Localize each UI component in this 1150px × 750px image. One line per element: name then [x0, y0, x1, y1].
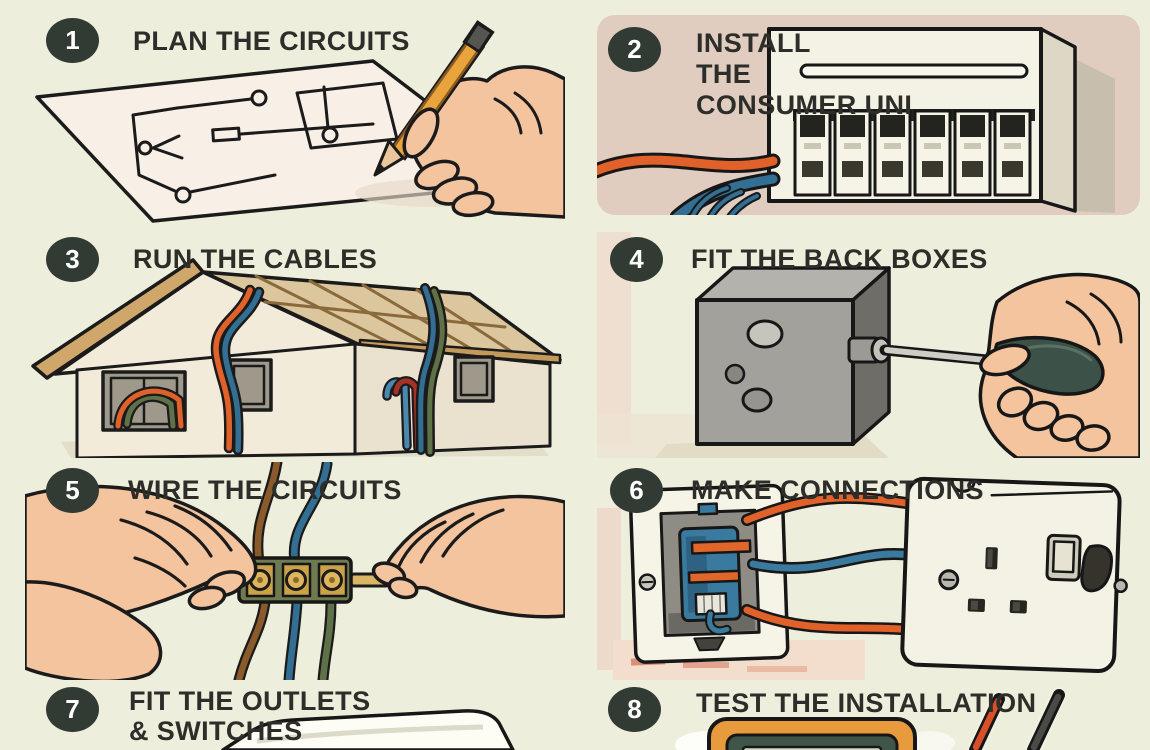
incoming-cables: [597, 152, 781, 215]
wall-back-box: [628, 483, 790, 664]
step-title: RUN THE CABLES: [133, 244, 378, 274]
rocker-switch-dark: [1080, 544, 1113, 593]
faceplate-inner-shadow: [256, 724, 484, 744]
step-number-badge: 5: [46, 468, 99, 513]
breaker: [793, 109, 832, 197]
cable-pair-center: [210, 284, 265, 456]
hand-detail-lines: [1065, 292, 1123, 346]
step-number: 1: [65, 25, 80, 55]
consumer-unit-illustration: [597, 27, 1115, 215]
step-number: 6: [629, 475, 644, 505]
step-number-badge: 2: [608, 27, 661, 72]
step-title: MAKE CONNECTIONS: [691, 475, 984, 505]
knockout-holes: [724, 319, 784, 413]
outlet-faceplate-partial-illustration: [221, 709, 515, 750]
step-number-badge: 8: [608, 687, 661, 732]
pencil-lead: [375, 162, 385, 175]
test-probes: [966, 686, 1068, 750]
step-number: 3: [65, 244, 80, 274]
wires-below: [233, 596, 337, 680]
knuckle-lines: [493, 91, 543, 135]
step-number-badge: 3: [46, 237, 99, 282]
step-5-wire-the-circuits: 5 WIRE THE CIRCUITS: [25, 462, 565, 680]
hand-drawing-circuit-plan-illustration: [35, 20, 565, 223]
unit-side: [1039, 27, 1077, 213]
house-with-cables-illustration: [31, 258, 562, 458]
step-number: 5: [65, 475, 80, 505]
step-title: TEST THE INSTALLATION: [696, 688, 1037, 718]
cable-pair-right-long: [415, 283, 448, 457]
socket-pin-holes: [967, 547, 1028, 614]
step-2-install-consumer-unit: 2 INSTALL THE CONSUMER UNI: [597, 15, 1140, 215]
step-title: FIT THE BACK BOXES: [691, 244, 988, 274]
step-1-plan-the-circuits: 1 PLAN THE CIRCUITS: [25, 15, 565, 230]
step-number-badge: 4: [610, 237, 663, 282]
step-number: 4: [629, 244, 644, 274]
step-8-test-the-installation: 8 TEST THE INSTALLATION: [597, 683, 1140, 750]
back-box-front: [695, 298, 855, 446]
right-hand: [371, 494, 565, 619]
gripping-fingers: [402, 107, 495, 218]
step-title: WIRE THE CIRCUITS: [128, 475, 402, 505]
step-title: PLAN THE CIRCUITS: [133, 26, 410, 56]
breaker: [953, 109, 992, 197]
socket-connections-illustration: [597, 476, 1128, 680]
window-right-wall: [453, 355, 495, 403]
step-title: INSTALL THE CONSUMER UNI: [696, 28, 913, 120]
step-title: FIT THE OUTLETS & SWITCHES: [129, 686, 371, 746]
step-number: 2: [627, 34, 642, 64]
step-7-fit-outlets-switches: 7 FIT THE OUTLETS & SWITCHES: [25, 683, 565, 750]
cable-arch-window: [113, 386, 186, 431]
rocker-switch-light: [1045, 533, 1082, 582]
step-number-badge: 6: [610, 468, 663, 513]
wires-above: [252, 462, 333, 568]
hands-wiring-terminal-illustration: [25, 462, 565, 680]
breaker: [913, 109, 952, 197]
breaker: [993, 109, 1032, 197]
multimeter: [707, 717, 917, 750]
socket-faceplate: [900, 476, 1128, 674]
unit-shadow: [1075, 59, 1115, 213]
breaker: [873, 109, 912, 197]
circuit-sketch: [131, 81, 399, 204]
unit-slot: [799, 63, 1029, 79]
step-number-badge: 7: [46, 687, 99, 732]
step-4-fit-the-back-boxes: 4 FIT THE BACK BOXES: [597, 232, 1140, 458]
curled-fingers: [979, 343, 1111, 452]
faceplate-side-screw: [1113, 578, 1128, 594]
multimeter-partial-illustration: [675, 686, 1068, 750]
step-number-badge: 1: [46, 18, 99, 63]
step-3-run-the-cables: 3 RUN THE CABLES: [25, 232, 565, 458]
step-number: 8: [627, 694, 642, 724]
step-6-make-connections: 6 MAKE CONNECTIONS: [597, 462, 1140, 680]
screwdriver-back-box-illustration: [597, 232, 1140, 458]
rafters: [254, 274, 522, 359]
left-hand: [25, 484, 258, 680]
cable-pair-right-short: [382, 376, 423, 453]
breaker: [833, 109, 872, 197]
breaker-row: [793, 109, 1032, 197]
step-number: 7: [65, 694, 80, 724]
screw-boss: [847, 336, 892, 364]
roof-left-slope: [31, 258, 205, 380]
